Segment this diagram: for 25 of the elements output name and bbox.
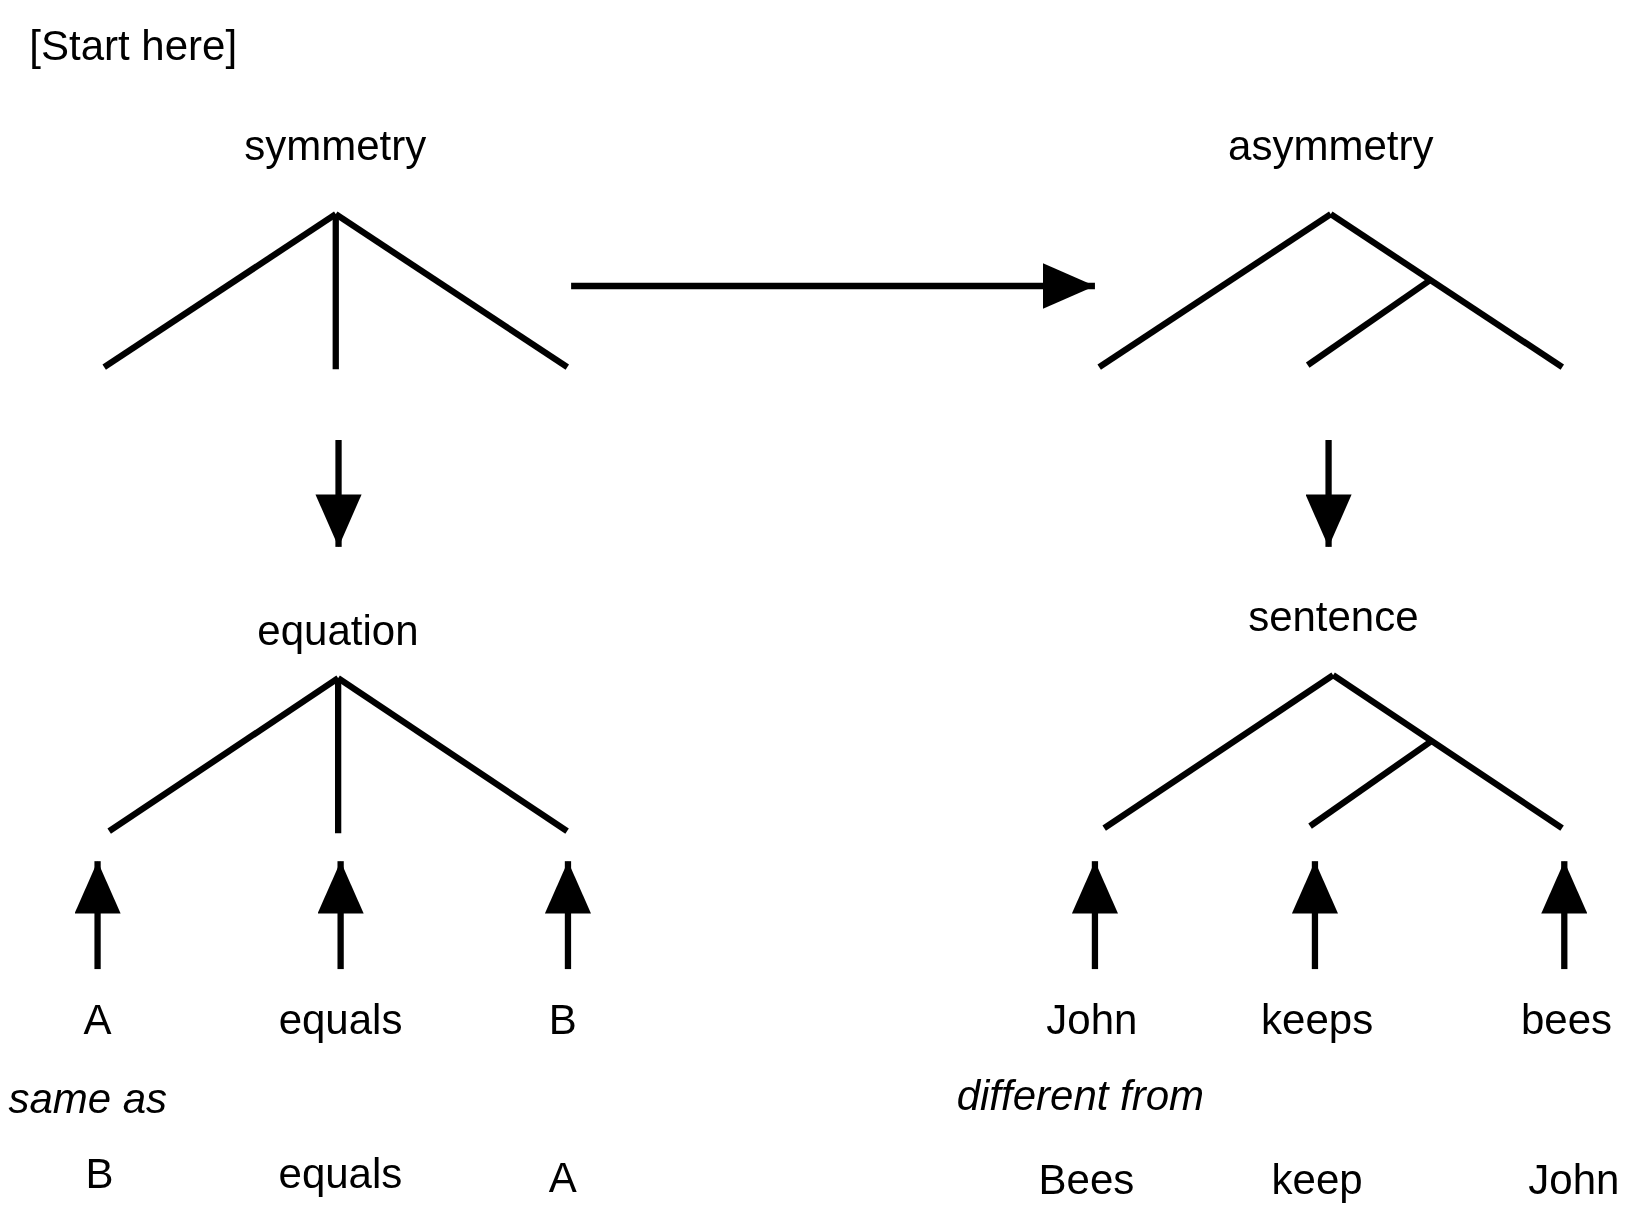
text-label: equals — [278, 1149, 403, 1200]
word-label: bees — [1520, 995, 1613, 1046]
node-label: asymmetry — [1228, 120, 1434, 171]
text-label: keep — [1271, 1154, 1363, 1205]
text-label: A — [548, 1152, 577, 1203]
text-label: [Start here] — [29, 20, 238, 71]
node-label: equation — [257, 605, 419, 656]
text-label: John — [1528, 1154, 1620, 1205]
word-label: equals — [278, 995, 403, 1046]
note-text: same as — [8, 1074, 168, 1124]
word-label: A — [83, 995, 112, 1046]
arrow — [1541, 861, 1588, 970]
word-label: B — [548, 995, 577, 1046]
arrow — [74, 861, 121, 970]
arrow — [1071, 861, 1118, 970]
note-text: different from — [956, 1070, 1205, 1121]
arrow — [1291, 861, 1338, 970]
text-label: B — [85, 1149, 114, 1200]
node-label: symmetry — [244, 120, 427, 171]
text-label: Bees — [1038, 1154, 1135, 1205]
word-label: keeps — [1261, 995, 1374, 1046]
node-label: sentence — [1248, 592, 1419, 642]
arrow — [317, 861, 364, 970]
word-label: John — [1046, 995, 1138, 1046]
arrow — [544, 861, 591, 970]
